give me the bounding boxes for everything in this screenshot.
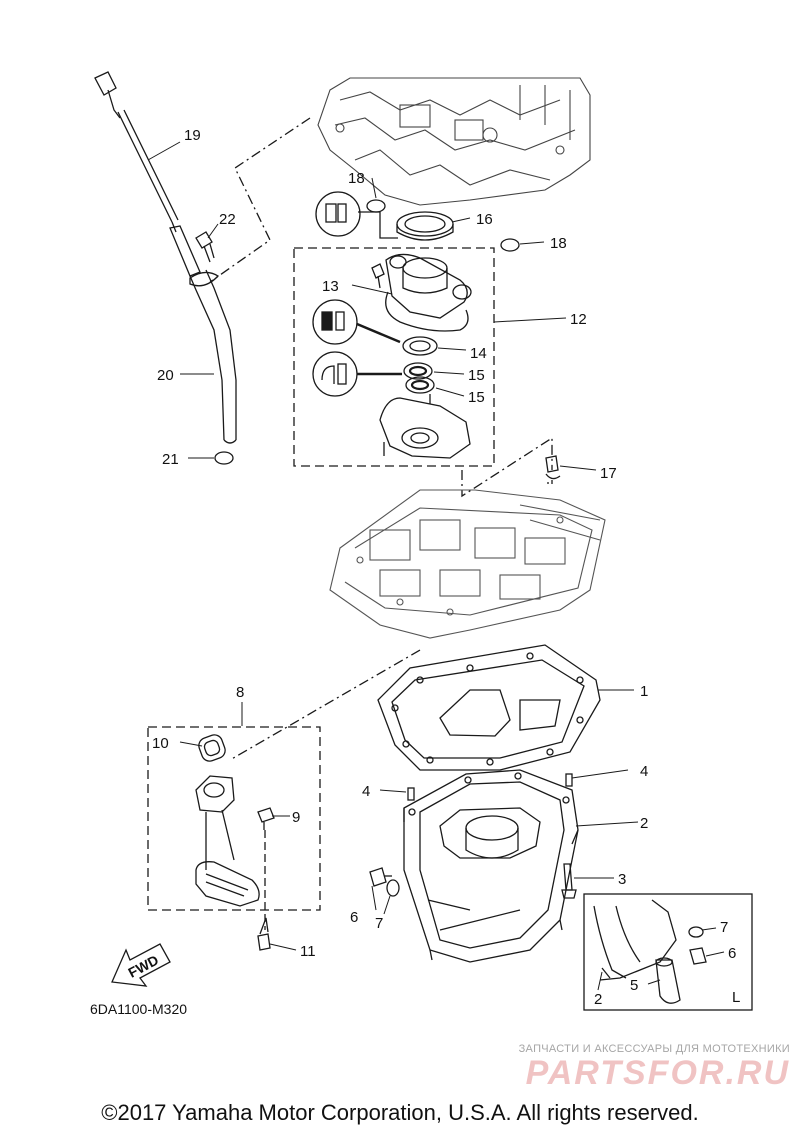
dipstick (94, 71, 179, 233)
rotor-15-b (405, 376, 435, 394)
bolt-11 (257, 917, 271, 951)
inset-box (583, 893, 753, 1011)
gasket-7 (386, 879, 400, 897)
callout-7: 7 (375, 915, 383, 932)
oil-pump-group-box (293, 247, 495, 467)
rotor-14 (402, 336, 438, 356)
callout-20: 20 (157, 367, 174, 384)
copyright-notice: ©2017 Yamaha Motor Corporation, U.S.A. A… (101, 1100, 699, 1125)
oil-pump-cover (371, 253, 472, 332)
seal-icon-top (315, 191, 361, 237)
callout-21: 21 (162, 451, 179, 468)
seal-icon-middle (312, 299, 358, 345)
diagram-code: 6DA1100-M320 (90, 1001, 187, 1017)
callout-17: 17 (600, 465, 617, 482)
o-ring-18-a (366, 199, 386, 213)
callout-2-inset: 2 (594, 991, 602, 1008)
callout-11: 11 (300, 943, 316, 960)
callout-18-top: 18 (348, 170, 365, 187)
fwd-arrow (111, 943, 171, 987)
callout-7-inset: 7 (720, 919, 728, 936)
callout-15-b: 15 (468, 389, 485, 406)
leader-pump (461, 436, 553, 498)
inset-drawing (593, 899, 707, 1004)
callout-16: 16 (476, 211, 493, 228)
callout-2: 2 (640, 815, 648, 832)
oil-pump-body (379, 394, 471, 459)
callout-labels: 19 22 20 21 18 16 18 13 12 14 15 15 17 1… (90, 127, 740, 1017)
callout-10: 10 (152, 735, 169, 752)
o-ring-21 (214, 451, 234, 465)
strainer-group-box (147, 726, 321, 911)
watermark-brand: PARTSFOR.RU (525, 1054, 790, 1092)
bolt-9 (257, 807, 275, 830)
callout-6-inset: 6 (728, 945, 736, 962)
callout-4-left: 4 (362, 783, 370, 800)
rotor-15-a (403, 362, 433, 380)
callout-19: 19 (184, 127, 201, 144)
callout-5-inset: 5 (630, 977, 638, 994)
bolt-22 (195, 231, 215, 263)
drain-plug-6 (369, 867, 392, 887)
dowel-pin-4-a (407, 787, 415, 801)
callout-13: 13 (322, 278, 339, 295)
dipstick-guide-pipe (169, 225, 237, 444)
callout-14: 14 (470, 345, 487, 362)
callout-8: 8 (236, 684, 244, 701)
inset-label: L (732, 989, 740, 1006)
callout-1: 1 (640, 683, 648, 700)
o-ring-18-b (500, 238, 520, 252)
bolt-17 (545, 455, 561, 484)
callout-6: 6 (350, 909, 358, 926)
engine-block (317, 77, 591, 206)
gasket-1 (377, 644, 601, 771)
bolt-3 (561, 863, 577, 899)
callout-18-right: 18 (550, 235, 567, 252)
o-ring-10 (198, 734, 226, 762)
leader-lines (147, 141, 725, 991)
callout-15-a: 15 (468, 367, 485, 384)
callout-4-right: 4 (640, 763, 648, 780)
callout-12: 12 (570, 311, 587, 328)
watermark-tagline: ЗАПЧАСТИ И АКСЕССУАРЫ ДЛЯ МОТОТЕХНИКИ (518, 1043, 790, 1055)
callout-22: 22 (219, 211, 236, 228)
callout-9: 9 (292, 809, 300, 826)
crankcase-bottom (329, 489, 606, 639)
callout-3: 3 (618, 871, 626, 888)
oil-pan (403, 769, 579, 963)
leader-engine (209, 117, 311, 283)
oil-strainer (195, 775, 260, 907)
dowel-pin-4-b (565, 773, 573, 787)
seal-icon-lower (312, 351, 358, 397)
leader-gasket (229, 649, 421, 761)
